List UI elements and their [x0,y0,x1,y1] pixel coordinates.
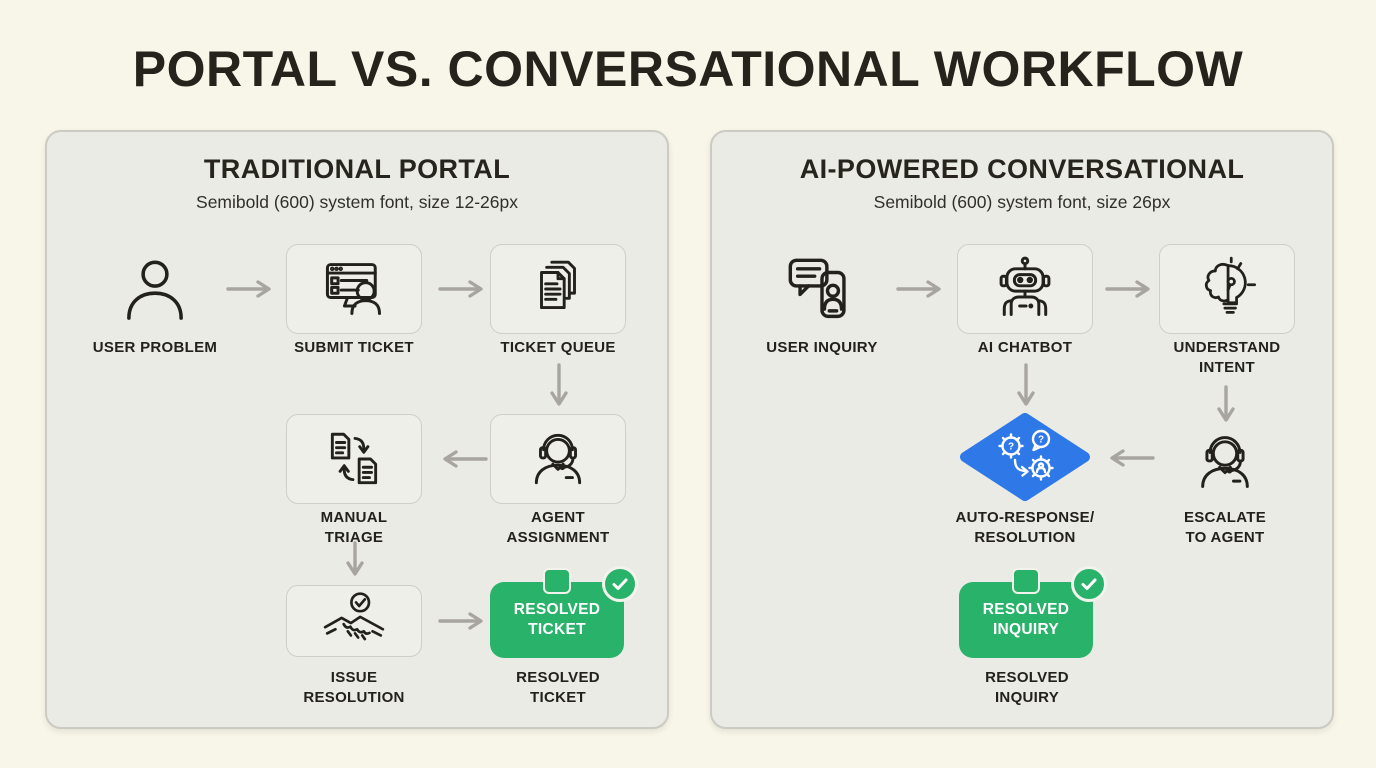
node-understand-intent [1159,244,1295,334]
node-auto-response-diamond: ? ? [957,412,1093,502]
node-label-agent-assignment: AGENT ASSIGNMENT [506,509,610,546]
node-ai-chatbot [957,244,1093,334]
node-resolved-ticket-box: RESOLVED TICKET [490,566,638,658]
node-label-issue-resolution: ISSUE RESOLUTION [303,669,405,706]
user-icon [117,254,193,330]
node-label-ai-chatbot: AI CHATBOT [977,339,1073,356]
check-badge-icon [602,566,638,602]
node-user-problem [115,252,195,332]
node-label-ticket-queue: TICKET QUEUE [500,339,616,356]
resolved-tab-icon [543,568,571,594]
panel-traditional-portal: TRADITIONAL PORTAL Semibold (600) system… [45,130,669,729]
node-label-user-inquiry: USER INQUIRY [766,339,878,356]
panel-subtitle: Semibold (600) system font, size 26px [873,192,1171,212]
headset-agent-icon [525,426,591,492]
arrow-right-icon [895,280,947,298]
panel-ai-conversational: AI-POWERED CONVERSATIONAL Semibold (600)… [710,130,1334,729]
arrow-right-icon [437,280,489,298]
node-resolved-inquiry-box: RESOLVED INQUIRY [959,566,1107,658]
node-label-auto-response: AUTO-RESPONSE/ RESOLUTION [955,509,1095,546]
node-label-understand-intent: UNDERSTAND INTENT [1173,339,1281,376]
node-issue-resolution [286,585,422,657]
node-label-resolved-inquiry: RESOLVED INQUIRY [985,669,1069,706]
robot-icon [991,255,1059,323]
node-label-escalate-agent: ESCALATE TO AGENT [1183,509,1267,546]
node-manual-triage [286,414,422,504]
node-escalate-agent [1187,426,1263,498]
check-badge-icon [1071,566,1107,602]
arrow-down-icon [1017,362,1035,412]
svg-text:?: ? [1038,435,1044,446]
node-label-resolved-ticket: RESOLVED TICKET [516,669,600,706]
handshake-check-icon [321,590,387,652]
node-ticket-queue [490,244,626,334]
node-agent-assignment [490,414,626,504]
chat-phone-icon [783,253,861,331]
brain-lightbulb-icon [1193,255,1261,323]
node-label-user-problem: USER PROBLEM [92,339,218,356]
node-label-submit-ticket: SUBMIT TICKET [294,339,414,356]
browser-person-icon [320,255,388,323]
arrow-down-icon [1217,384,1235,428]
node-label-manual-triage: MANUAL TRIAGE [320,509,388,546]
panel-heading: TRADITIONAL PORTAL [203,154,511,184]
stacked-documents-icon [525,256,591,322]
headset-agent-icon [1191,428,1259,496]
arrow-right-icon [225,280,277,298]
panel-heading: AI-POWERED CONVERSATIONAL [799,154,1245,184]
panel-subtitle: Semibold (600) system font, size 12-26px [196,192,518,212]
arrow-left-icon [1104,449,1156,467]
arrow-down-icon [550,362,568,412]
node-user-inquiry [780,250,864,334]
svg-text:?: ? [1008,442,1014,453]
page-title: PORTAL VS. CONVERSATIONAL WORKFLOW [132,41,1244,97]
documents-exchange-icon [321,426,387,492]
arrow-right-icon [437,612,489,630]
node-submit-ticket [286,244,422,334]
arrow-down-icon [346,540,364,582]
resolved-tab-icon [1012,568,1040,594]
arrow-left-icon [437,450,489,468]
arrow-right-icon [1104,280,1156,298]
gears-question-icon [998,429,1054,481]
